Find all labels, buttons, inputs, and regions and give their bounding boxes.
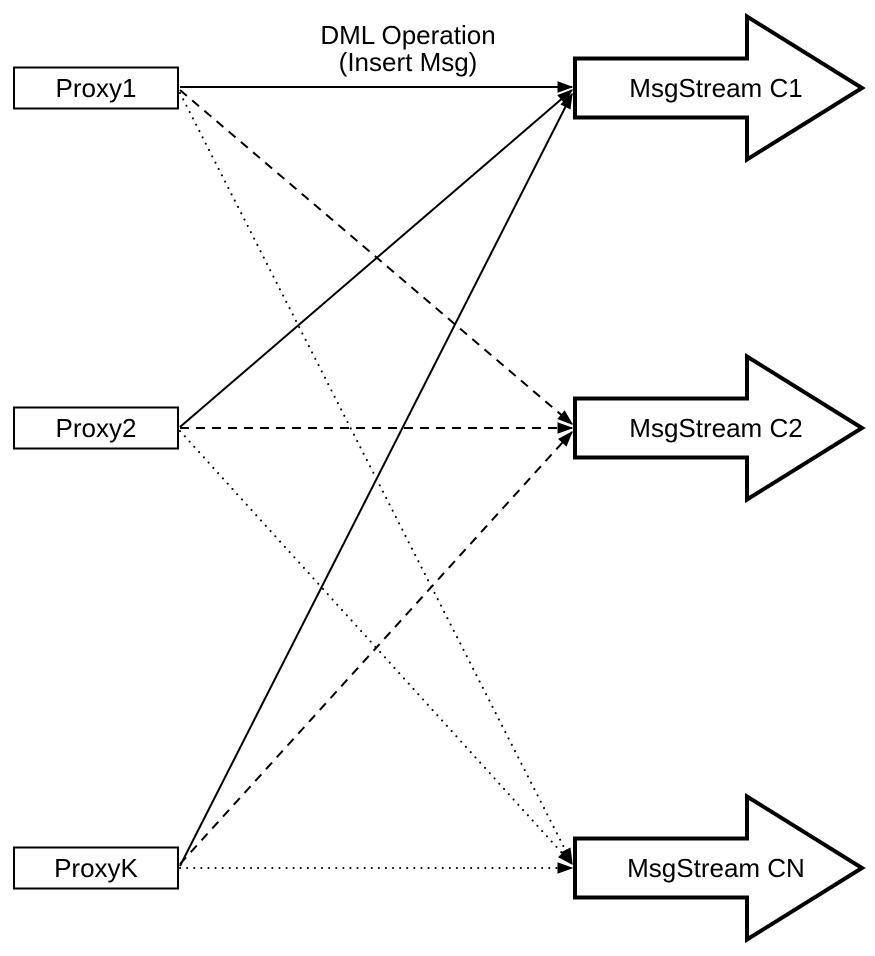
msgstream-c1-arrow-shape <box>573 12 866 164</box>
proxy2-node: Proxy2 <box>13 406 179 450</box>
proxyk-node: ProxyK <box>13 846 179 890</box>
edge-proxy1-msgstream-c2 <box>179 89 572 424</box>
msgstream-c1-label: MsgStream C1 <box>629 73 802 103</box>
msgstream-cn-arrow-shape <box>573 792 866 944</box>
edge-proxy2-msgstream-cn <box>179 430 573 864</box>
proxyk-label: ProxyK <box>54 853 138 883</box>
edge-proxyk-msgstream-c2 <box>179 432 572 865</box>
proxy1-box <box>13 66 179 110</box>
proxy1-label: Proxy1 <box>56 73 137 103</box>
diagram-title-line1: DML Operation <box>320 20 495 50</box>
msgstream-c2-label: MsgStream C2 <box>629 413 802 443</box>
msgstream-c2-node: MsgStream C2 <box>573 352 866 504</box>
edge-proxyk-msgstream-c1 <box>179 94 573 867</box>
proxyk-box <box>13 846 179 890</box>
msgstream-c1-node: MsgStream C1 <box>573 12 866 164</box>
proxy1-node: Proxy1 <box>13 66 179 110</box>
proxy2-box <box>13 406 179 450</box>
proxy2-label: Proxy2 <box>56 413 137 443</box>
edge-proxy2-msgstream-c1 <box>179 90 572 428</box>
diagram-title-line2: (Insert Msg) <box>339 47 478 77</box>
msgstream-cn-node: MsgStream CN <box>573 792 866 944</box>
msgstream-c2-arrow-shape <box>573 352 866 504</box>
msgstream-cn-label: MsgStream CN <box>627 853 805 883</box>
